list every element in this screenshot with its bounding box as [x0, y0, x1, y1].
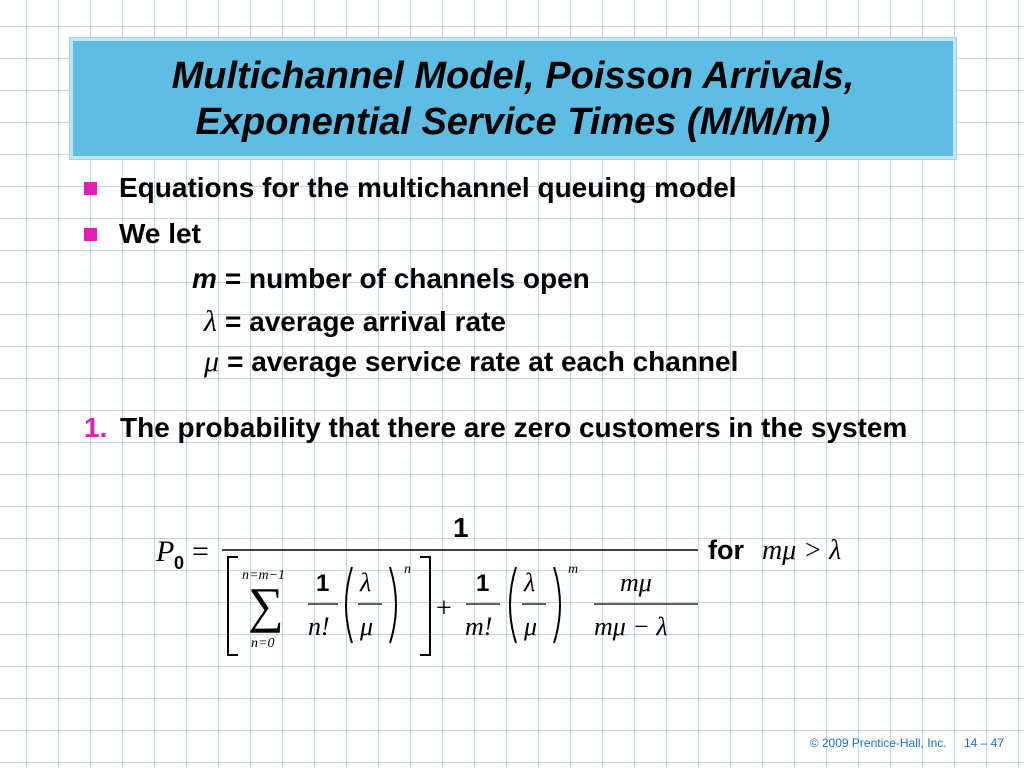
exponent-m: m: [568, 562, 578, 577]
right-paren-icon: [553, 566, 561, 644]
slide-title-line-2: Exponential Service Times (M/M/m): [195, 100, 831, 143]
title-box: Multichannel Model, Poisson Arrivals, Ex…: [70, 38, 956, 159]
formula-main-numerator: 1: [453, 512, 469, 543]
bullet-text: Equations for the multichannel queuing m…: [119, 172, 737, 203]
exponent-n: n: [404, 562, 411, 577]
condition-expression: mμ > λ: [762, 535, 841, 566]
copyright-text: © 2009 Prentice-Hall, Inc.: [809, 736, 947, 750]
mu-symbol: μ: [523, 612, 537, 641]
formula-p-symbol: P: [155, 535, 174, 568]
term2-numerator: 1: [476, 570, 489, 597]
lambda-symbol: λ: [523, 568, 535, 597]
item-text: The probability that there are zero cust…: [120, 412, 908, 443]
plus-sign: +: [436, 593, 452, 624]
bullet-item-we-let: We let: [84, 218, 201, 250]
sigma-icon: ∑: [248, 577, 284, 633]
term3-denominator: mμ − λ: [594, 612, 668, 641]
p0-formula: P 0 = 1 n=m−1 ∑ n=0 1 n! λ μ n + 1 m! λ …: [155, 512, 841, 656]
left-paren-icon: [509, 566, 517, 644]
symbol-m: m: [192, 263, 217, 294]
numbered-item-1: 1. The probability that there are zero c…: [84, 410, 920, 446]
term2-denominator: m!: [465, 612, 492, 641]
mu-symbol: μ: [359, 612, 373, 641]
sum-lower-limit: n=0: [251, 636, 274, 651]
definition-text: = average arrival rate: [225, 306, 506, 337]
left-paren-icon: [345, 566, 353, 644]
left-bracket: [227, 556, 238, 656]
bullet-item-equations: Equations for the multichannel queuing m…: [84, 172, 737, 204]
definition-text: = average service rate at each channel: [227, 346, 739, 377]
slide-title-line-1: Multichannel Model, Poisson Arrivals,: [171, 54, 855, 97]
term3-numerator: mμ: [620, 568, 652, 597]
symbol-mu: μ: [204, 345, 220, 378]
square-bullet-icon: [84, 181, 97, 195]
page-number: 14 – 47: [963, 736, 1004, 750]
definition-mu: μ = average service rate at each channel: [204, 345, 738, 379]
sum-upper-limit: n=m−1: [242, 568, 285, 583]
definition-text: = number of channels open: [224, 263, 590, 294]
term1-denominator: n!: [308, 612, 330, 641]
right-paren-icon: [389, 566, 397, 644]
condition-for: for: [708, 535, 744, 565]
symbol-lambda: λ: [204, 305, 217, 338]
term1-numerator: 1: [316, 570, 329, 597]
lambda-symbol: λ: [359, 568, 371, 597]
right-bracket: [420, 556, 431, 656]
definition-lambda: λ = average arrival rate: [204, 305, 506, 339]
formula-equals: =: [192, 535, 209, 568]
slide-footer: © 2009 Prentice-Hall, Inc. 14 – 47: [796, 736, 1004, 750]
definition-m: m = number of channels open: [192, 263, 590, 295]
item-number: 1.: [84, 412, 108, 443]
square-bullet-icon: [84, 227, 97, 241]
formula-p-subscript: 0: [174, 553, 184, 573]
bullet-text: We let: [119, 218, 201, 249]
